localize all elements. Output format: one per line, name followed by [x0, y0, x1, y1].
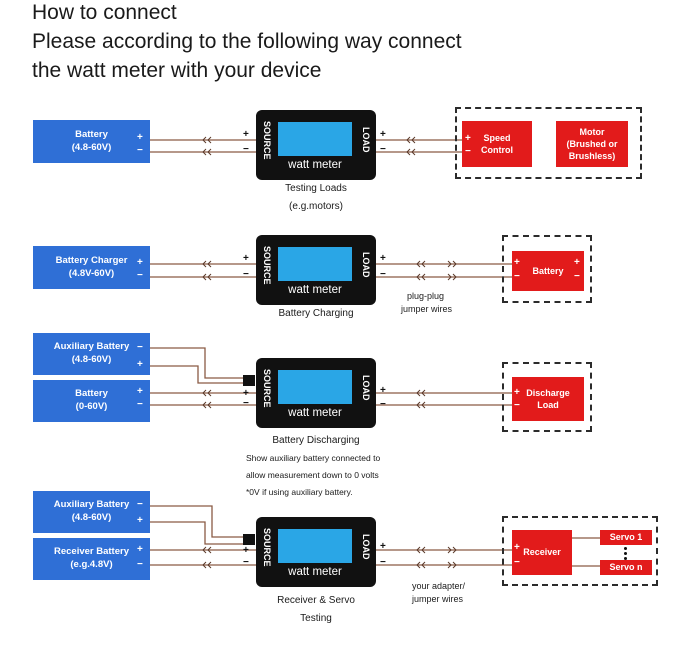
minus-sign: −: [137, 270, 143, 281]
heading-instruction-line2: the watt meter with your device: [32, 59, 322, 82]
speed-control-box: Speed Control: [462, 121, 532, 167]
battery-box: Battery (4.8-60V): [33, 120, 150, 163]
watt-meter: SOURCE LOAD watt meter: [256, 235, 376, 305]
load-label: LOAD: [361, 375, 371, 401]
minus-sign: −: [514, 400, 520, 411]
minus-sign: −: [243, 144, 249, 155]
source-label: SOURCE: [262, 120, 272, 160]
minus-sign: −: [137, 399, 143, 410]
servo-n-box: Servo n: [600, 560, 652, 575]
auxiliary-battery-box: Auxiliary Battery (4.8-60V): [33, 491, 150, 533]
watt-meter: SOURCE LOAD watt meter: [256, 517, 376, 587]
plus-sign: +: [137, 257, 143, 268]
plus-sign: +: [137, 515, 143, 526]
load-group-dashed: [455, 107, 642, 179]
plus-sign: +: [243, 253, 249, 264]
heading-instruction-line1: Please according to the following way co…: [32, 30, 462, 53]
plus-sign: +: [514, 257, 520, 268]
servo-1-box: Servo 1: [600, 530, 652, 545]
load-label: LOAD: [361, 534, 371, 560]
receiver-group-dashed: [502, 516, 658, 586]
minus-sign: −: [514, 557, 520, 568]
watt-meter-label: watt meter: [288, 407, 342, 419]
plus-sign: +: [380, 129, 386, 140]
ellipsis-dot: [624, 552, 627, 555]
plus-sign: +: [243, 129, 249, 140]
watt-meter-label: watt meter: [288, 566, 342, 578]
plus-sign: +: [137, 386, 143, 397]
wire-note-line2: jumper wires: [401, 304, 453, 314]
plus-sign: +: [243, 545, 249, 556]
load-label: LOAD: [361, 252, 371, 278]
plus-sign: +: [137, 359, 143, 370]
meter-display: [278, 529, 352, 563]
receiver-battery-box: Receiver Battery (e.g.4.8V): [33, 538, 150, 580]
source-label: SOURCE: [262, 527, 272, 567]
source-label: SOURCE: [262, 245, 272, 285]
plus-sign: +: [137, 544, 143, 555]
wire-note-line1: plug-plug: [407, 291, 445, 301]
minus-sign: −: [243, 398, 249, 409]
battery-discharging-caption: Battery Discharging: [272, 435, 360, 446]
battery-charger-box: Battery Charger (4.8V-60V): [33, 246, 150, 289]
minus-sign: −: [465, 146, 471, 157]
watt-meter: SOURCE LOAD watt meter: [256, 358, 376, 428]
testing-loads-caption: Testing Loads: [285, 183, 347, 194]
discharge-note-line1: Show auxiliary battery connected to: [246, 453, 381, 463]
meter-display: [278, 122, 352, 156]
plus-sign: +: [243, 388, 249, 399]
minus-sign: −: [137, 342, 143, 353]
minus-sign: −: [243, 269, 249, 280]
watt-meter-label: watt meter: [288, 284, 342, 296]
meter-display: [278, 370, 352, 404]
plus-sign: +: [380, 385, 386, 396]
battery-box: Battery: [512, 251, 584, 291]
minus-sign: −: [380, 144, 386, 155]
plus-sign: +: [380, 253, 386, 264]
battery-charging-caption: Battery Charging: [278, 308, 354, 319]
discharge-load-box: Discharge Load: [512, 377, 584, 421]
watt-meter-label: watt meter: [288, 159, 342, 171]
adapter-note-line1: your adapter/: [412, 581, 466, 591]
source-label: SOURCE: [262, 368, 272, 408]
minus-sign: −: [514, 271, 520, 282]
plus-sign: +: [574, 257, 580, 268]
discharge-note-line2: allow measurement down to 0 volts: [246, 470, 379, 480]
plus-sign: +: [514, 542, 520, 553]
ellipsis-dot: [624, 547, 627, 550]
receiver-box: Receiver: [512, 530, 572, 575]
minus-sign: −: [137, 499, 143, 510]
plus-sign: +: [137, 132, 143, 143]
adapter-note-line2: jumper wires: [412, 594, 464, 604]
minus-sign: −: [380, 399, 386, 410]
receiver-servo-caption: Receiver & Servo: [277, 595, 355, 606]
minus-sign: −: [574, 271, 580, 282]
motor-box: Motor (Brushed or Brushless): [556, 121, 628, 167]
receiver-servo-subcaption: Testing: [300, 613, 332, 624]
battery-group-dashed: [502, 235, 592, 303]
plus-sign: +: [514, 387, 520, 398]
minus-sign: −: [137, 145, 143, 156]
minus-sign: −: [380, 557, 386, 568]
discharge-load-group-dashed: [502, 362, 592, 432]
battery-box: Battery (0-60V): [33, 380, 150, 422]
minus-sign: −: [380, 269, 386, 280]
plus-sign: +: [465, 133, 471, 144]
testing-loads-subcaption: (e.g.motors): [289, 201, 343, 212]
ellipsis-dot: [624, 557, 627, 560]
load-label: LOAD: [361, 127, 371, 153]
meter-display: [278, 247, 352, 281]
minus-sign: −: [137, 559, 143, 570]
minus-sign: −: [243, 557, 249, 568]
plus-sign: +: [380, 541, 386, 552]
auxiliary-battery-box: Auxiliary Battery (4.8-60V): [33, 333, 150, 375]
heading-how-to-connect: How to connect: [32, 1, 177, 24]
discharge-note-line3: *0V if using auxiliary battery.: [246, 487, 353, 497]
watt-meter: SOURCE LOAD watt meter: [256, 110, 376, 180]
